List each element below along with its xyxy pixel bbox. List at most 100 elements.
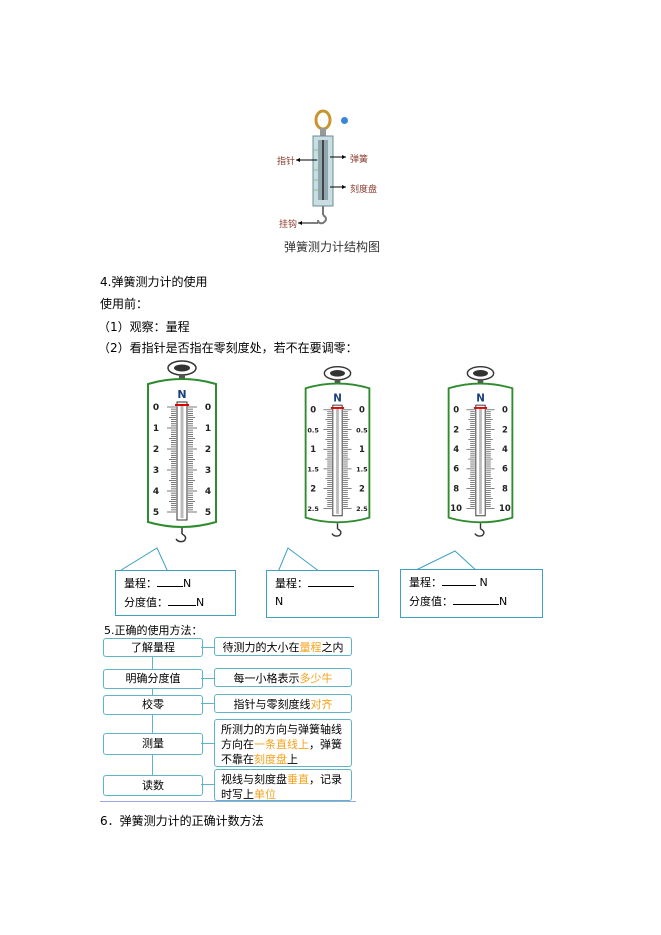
bubble-2-range-unit: N	[275, 595, 284, 608]
connector-4	[201, 743, 214, 744]
bubble-pointers	[117, 547, 479, 573]
steps-bottom-rule	[100, 801, 356, 802]
bubble-1: 量程： N 分度值： N	[115, 570, 236, 616]
meter-hook	[175, 533, 187, 543]
label-scale: 刻度盘	[350, 185, 378, 195]
meter-tick-label-left: 2.5	[307, 505, 319, 513]
meter-tick-label-right: 5	[205, 508, 211, 518]
meter-tick-label-right: 4	[205, 487, 211, 497]
step-right-1-c: 之内	[321, 641, 344, 654]
meter-hook	[331, 528, 342, 537]
meter-tick-label-left: 1	[153, 424, 159, 434]
blank-range-2[interactable]	[308, 574, 354, 587]
meter-tick-label-right: 0.5	[356, 426, 368, 434]
blank-div-3[interactable]	[453, 592, 499, 605]
meter-unit-label: N	[177, 388, 186, 401]
bubble-1-div-label: 分度值：	[124, 596, 168, 609]
meter-tick-label-left: 6	[453, 464, 459, 474]
meter-tick-label-left: 4	[453, 444, 459, 454]
step-right-4-hl2: 刻度盘	[254, 753, 287, 766]
meter-tick-label-right: 3	[205, 466, 211, 476]
label-pointer: 指针	[277, 157, 296, 167]
step-right-4: 所测力的方向与弹簧轴线方向在一条直线上，弹簧不靠在刻度盘上	[214, 719, 352, 767]
meter-tick-label-left: 0	[310, 405, 316, 415]
bubble-3-range-label: 量程：	[409, 576, 442, 589]
spring-scale-photo-illustration	[296, 109, 346, 225]
step-left-4: 测量	[103, 733, 203, 755]
bubble-3: 量程： N 分度值： N	[400, 569, 543, 618]
meter-tick-label-right: 8	[502, 483, 508, 493]
meter-ring-inner	[174, 364, 190, 372]
step-left-3: 校零	[103, 695, 203, 715]
section6-heading: 6．弹簧测力计的正确计数方法	[100, 814, 264, 828]
section4-heading: 4.弹簧测力计的使用	[100, 275, 208, 289]
step-right-4-c: ，弹簧不靠在	[221, 738, 342, 766]
blank-range-1[interactable]	[157, 574, 183, 587]
step-right-2-a: 每一小格表示	[233, 672, 300, 685]
meter-tick-label-left: 4	[153, 487, 159, 497]
meter-tick-label-left: 5	[153, 508, 159, 518]
meter-ring-stem	[334, 378, 341, 385]
blank-div-1[interactable]	[168, 593, 196, 606]
step-right-4-hl1: 一条直线上	[254, 738, 309, 751]
meter-hook	[474, 528, 485, 537]
meter-tick-label-right: 2	[502, 424, 508, 434]
blank-range-3[interactable]	[442, 573, 476, 586]
step-left-5: 读数	[103, 775, 203, 796]
meter-tick-label-left: 8	[453, 483, 459, 493]
connector-3	[201, 703, 214, 704]
section5-heading: 5.正确的使用方法：	[104, 624, 203, 637]
step2-text: （2）看指针是否指在零刻度处，若不在要调零：	[98, 341, 358, 355]
meter-tick-label-right: 1	[359, 444, 365, 454]
step-left-1: 了解量程	[103, 638, 203, 657]
step-right-1: 待测力的大小在量程之内	[214, 637, 352, 656]
bubble-1-range-unit: N	[183, 577, 192, 590]
meter-tick-label-right: 1	[205, 424, 211, 434]
meter-tick-label-left: 0.5	[307, 426, 319, 434]
meter-tick-label-left: 0	[153, 403, 159, 413]
spring-scale-structure-diagram	[270, 105, 380, 235]
blue-dot	[341, 117, 348, 124]
meter-tick-label-right: 4	[502, 444, 508, 454]
meter-ring-stem	[179, 374, 185, 380]
before-use-text: 使用前：	[100, 297, 149, 311]
meter-tick-label-left: 2	[310, 483, 316, 493]
bubble-1-range-label: 量程：	[124, 577, 157, 590]
step-right-5-a: 视线与刻度盘	[221, 773, 287, 786]
meter-tick-label-right: 2.5	[356, 505, 368, 513]
connector-5	[201, 784, 214, 785]
meter-tick-label-left: 2	[153, 445, 159, 455]
step-right-2-hl: 多少牛	[299, 672, 333, 685]
bubble-2: 量程： N	[266, 570, 379, 618]
step-right-5-hl2: 单位	[254, 788, 276, 801]
label-spring: 弹簧	[350, 155, 369, 165]
step-right-3: 指针与零刻度线对齐	[214, 694, 352, 713]
meter-tick-label-right: 0	[205, 403, 211, 413]
meter-tick-label-left: 10	[450, 503, 462, 513]
step-right-1-a: 待测力的大小在	[222, 641, 300, 654]
meter-tick-label-right: 6	[502, 464, 508, 474]
bubble-3-div-unit: N	[499, 595, 508, 608]
step-right-4-a: 所测力的方向与弹簧轴线方向在	[221, 723, 342, 751]
diagram-caption: 弹簧测力计结构图	[284, 240, 381, 254]
connector-1	[201, 647, 214, 648]
step-right-4-e: 上	[287, 753, 298, 766]
steps-vertical-line	[152, 655, 153, 795]
step-right-1-hl: 量程	[299, 641, 322, 654]
meter-tick-label-left: 0	[453, 405, 459, 415]
bubble-3-range-unit: N	[479, 576, 488, 589]
step-right-2: 每一小格表示多少牛	[214, 668, 352, 687]
step-right-5-c: ，记录时写上	[221, 773, 342, 801]
step-right-5: 视线与刻度盘垂直，记录时写上单位	[214, 769, 352, 801]
label-hook: 挂钩	[279, 220, 298, 230]
meter-tick-label-right: 2	[359, 483, 365, 493]
bubble-3-div-label: 分度值：	[409, 595, 453, 608]
bubble-1-div-unit: N	[196, 596, 205, 609]
connector-2	[201, 678, 214, 679]
meter-tick-label-right: 0	[359, 405, 365, 415]
meter-unit-label: N	[476, 392, 485, 404]
bubble-2-range-label: 量程：	[275, 577, 308, 590]
step-right-3-a: 指针与零刻度线	[233, 698, 311, 711]
